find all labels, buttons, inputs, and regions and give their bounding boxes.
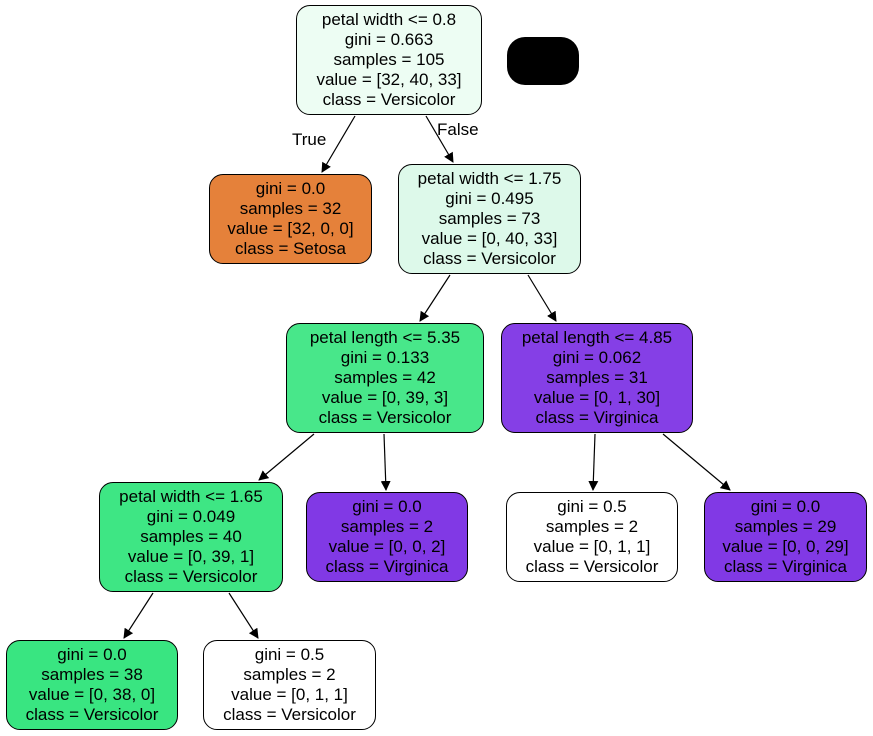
node-samples-text: samples = 2 <box>340 517 434 536</box>
node-samples-text: samples = 29 <box>734 517 837 536</box>
node-samples-text: samples = 38 <box>41 665 143 684</box>
redaction-block <box>507 37 579 85</box>
node-class-label-text: class = Versicolor <box>423 249 556 268</box>
node-gini-text: gini = 0.663 <box>344 30 434 49</box>
node-samples-text: samples = 31 <box>546 368 648 387</box>
node-value-text: value = [0, 1, 1] <box>231 685 348 704</box>
node-gini-text: gini = 0.133 <box>340 348 430 367</box>
edge-n5-n10 <box>228 592 259 639</box>
node-value-text: value = [0, 1, 1] <box>533 537 651 556</box>
node-gini-text: gini = 0.062 <box>552 348 642 367</box>
edge-n5-n9 <box>123 592 154 639</box>
node-samples-text: samples = 42 <box>334 368 436 387</box>
node-value-text: value = [0, 0, 29] <box>722 537 849 556</box>
node-value-text: value = [0, 40, 33] <box>421 229 558 248</box>
node-value-text: value = [0, 0, 2] <box>328 537 446 556</box>
node-value-text: value = [0, 39, 3] <box>321 388 449 407</box>
node-samples-text: samples = 73 <box>438 209 541 228</box>
node-class-label-text: class = Virginica <box>325 557 449 576</box>
node-value-text: value = [0, 38, 0] <box>28 685 156 704</box>
node-samples-text: samples = 2 <box>243 665 336 684</box>
node-class-label-text: class = Versicolor <box>525 557 659 576</box>
node-gini-text: gini = 0.0 <box>57 645 127 664</box>
node-gini-text: gini = 0.0 <box>750 497 821 516</box>
edge-label-true: True <box>292 130 327 149</box>
node-class-label-text: class = Virginica <box>535 408 659 427</box>
edge-n2-n4 <box>527 274 557 322</box>
node-samples-text: samples = 2 <box>545 517 639 536</box>
node-samples-text: samples = 32 <box>239 199 342 218</box>
edge-n3-n6 <box>380 433 391 491</box>
node-gini-text: gini = 0.049 <box>146 507 236 526</box>
node-class-label-text: class = Versicolor <box>223 705 356 724</box>
edge-n0-n1 <box>321 115 356 173</box>
node-gini-text: gini = 0.0 <box>352 497 422 516</box>
node-split-text: petal width <= 1.75 <box>417 169 562 188</box>
node-value-text: value = [32, 0, 0] <box>227 219 354 238</box>
node-value-text: value = [32, 40, 33] <box>316 70 462 89</box>
node-class-label-text: class = Versicolor <box>124 567 258 586</box>
edge-n4-n8 <box>662 433 731 491</box>
node-class-label-text: class = Virginica <box>724 557 847 576</box>
node-split-text: petal width <= 0.8 <box>321 10 457 29</box>
edge-n3-n5 <box>258 433 315 481</box>
node-gini-text: gini = 0.495 <box>445 189 534 208</box>
node-class-label-text: class = Setosa <box>234 239 347 258</box>
node-split-text: petal width <= 1.65 <box>119 487 263 506</box>
node-class-label-text: class = Versicolor <box>322 90 456 109</box>
node-gini-text: gini = 0.5 <box>557 497 627 516</box>
edge-n0-n2 <box>425 115 454 163</box>
node-class-label-text: class = Versicolor <box>25 705 159 724</box>
edge-label-false: False <box>437 120 479 139</box>
node-split-text: petal length <= 4.85 <box>521 328 673 347</box>
node-gini-text: gini = 0.5 <box>254 645 325 664</box>
edge-n2-n3 <box>419 274 451 322</box>
node-class-label-text: class = Versicolor <box>318 408 452 427</box>
node-samples-text: samples = 105 <box>333 50 445 69</box>
node-split-text: petal length <= 5.35 <box>309 328 461 347</box>
node-gini-text: gini = 0.0 <box>255 179 326 198</box>
edge-n4-n7 <box>588 433 599 491</box>
node-samples-text: samples = 40 <box>140 527 242 546</box>
node-value-text: value = [0, 1, 30] <box>533 388 661 407</box>
node-value-text: value = [0, 39, 1] <box>127 547 255 566</box>
